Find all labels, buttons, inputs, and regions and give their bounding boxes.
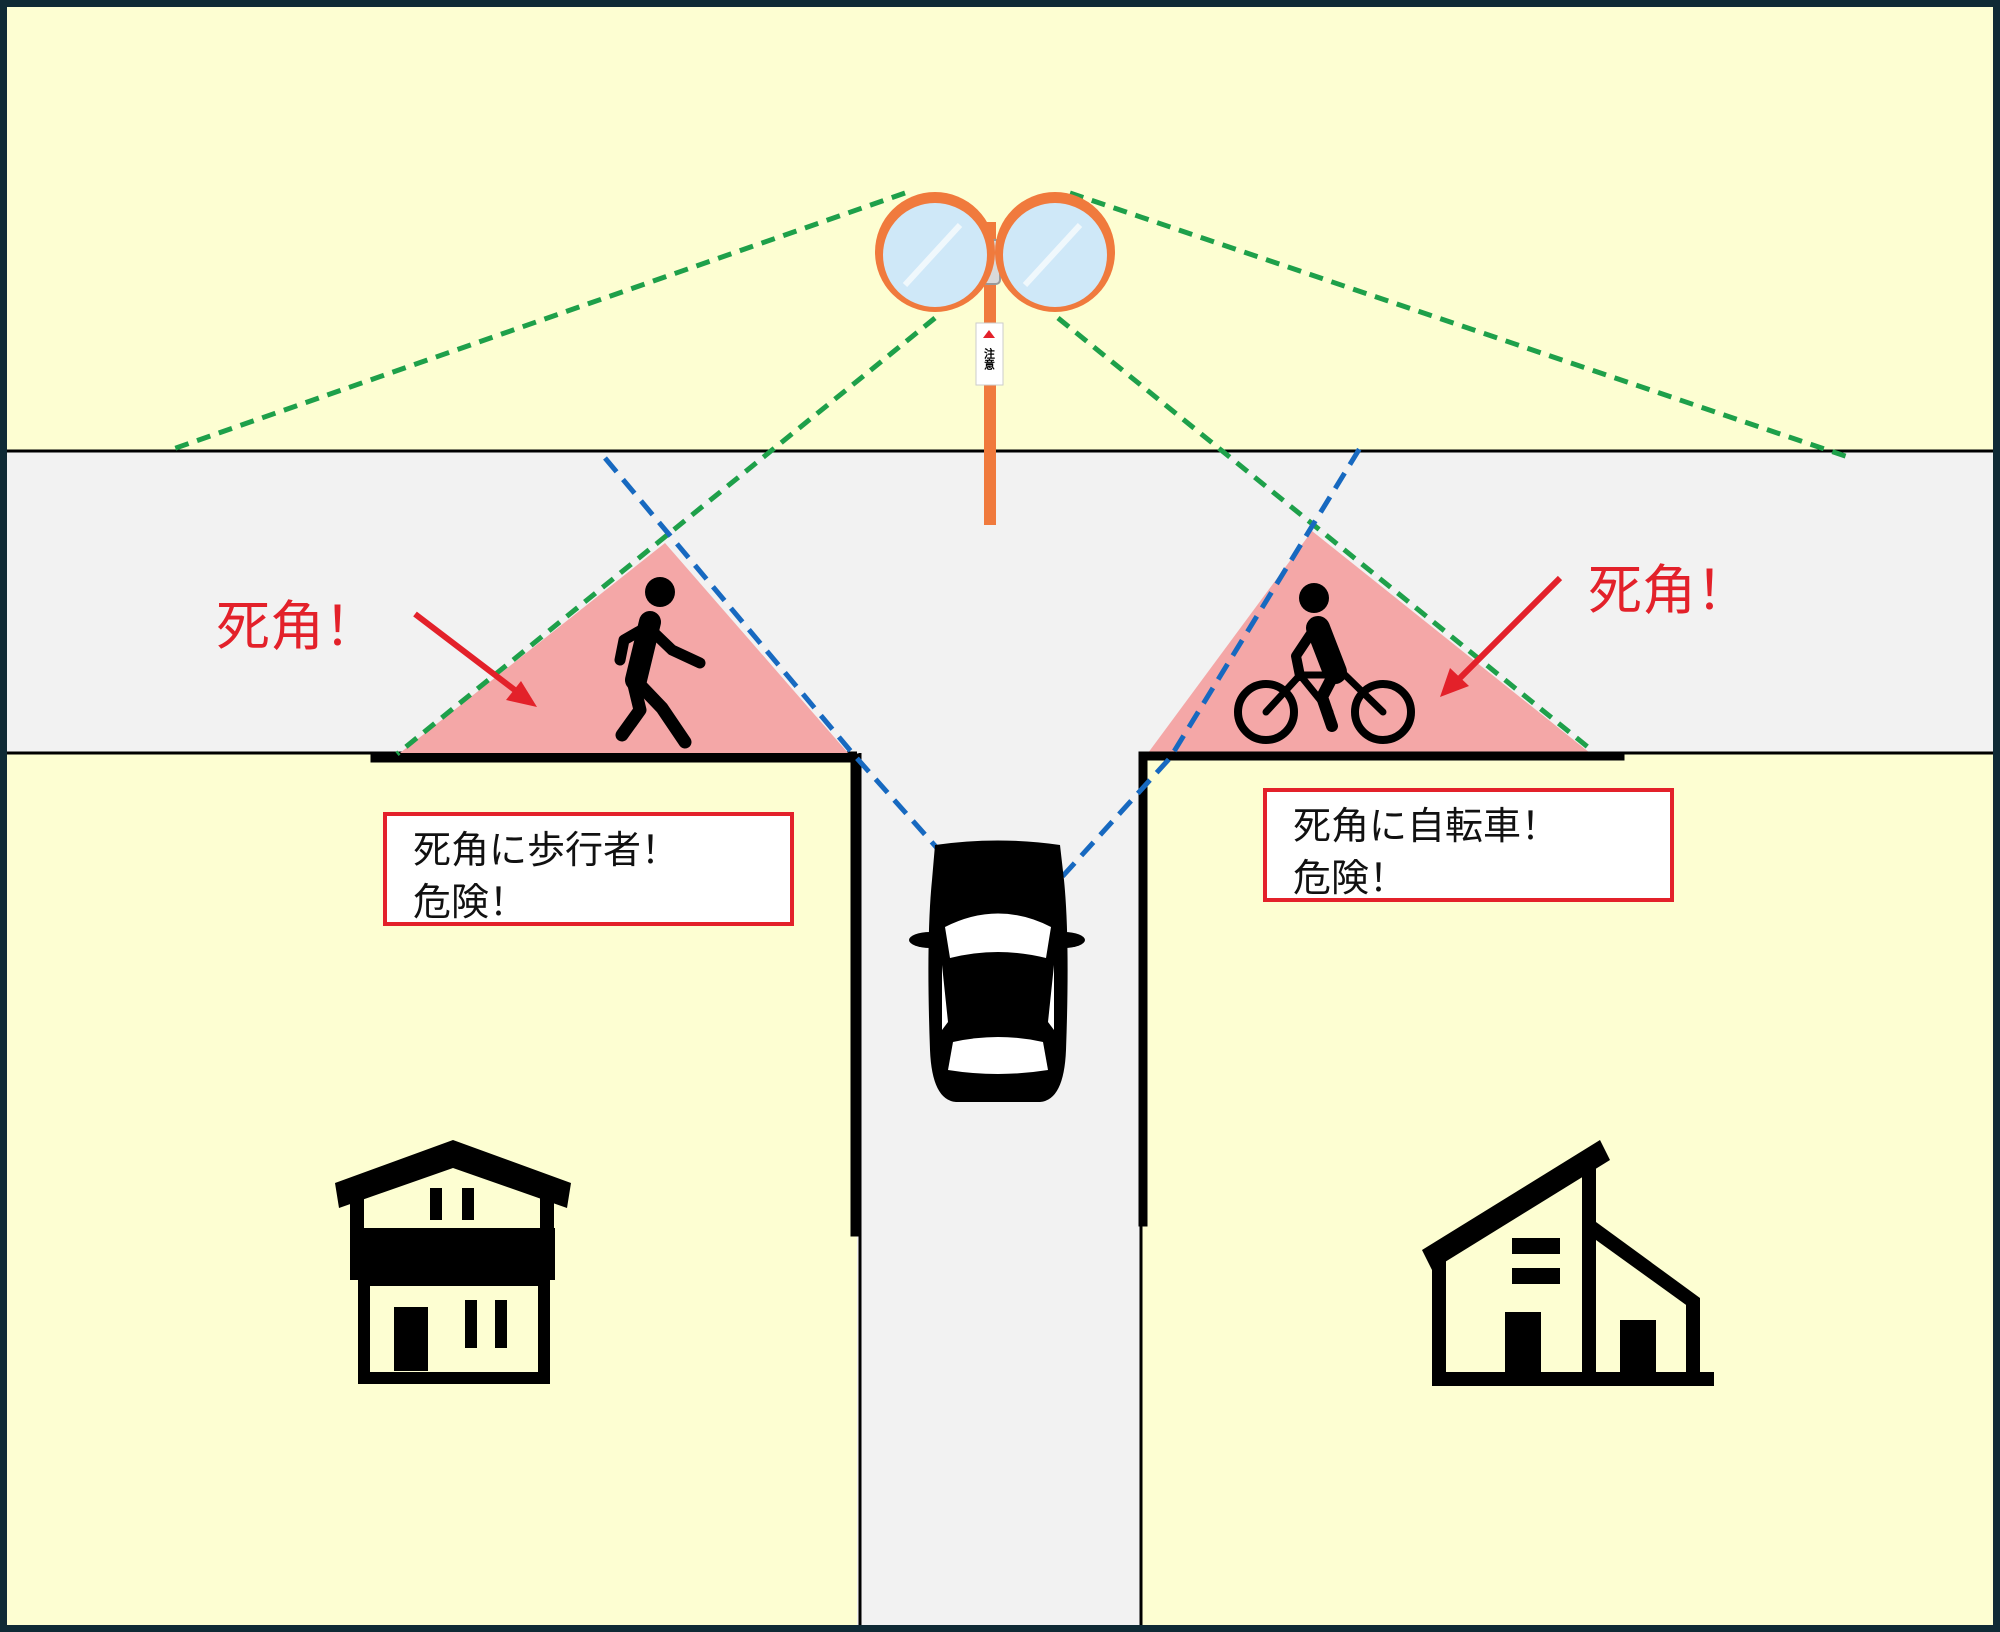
main-road xyxy=(7,451,1993,753)
pedestrian-icon xyxy=(614,577,706,749)
blind-spot-label-left: 死角！ xyxy=(216,595,378,658)
blind-spot-label-right: 死角！ xyxy=(1588,559,1750,622)
arrow-icon xyxy=(413,575,1563,707)
car-icon xyxy=(909,840,1085,1102)
cyclist-icon xyxy=(1234,583,1415,744)
warning-annotation-pedestrian: 死角に歩行者！ 危険！ xyxy=(383,812,794,926)
caution-sign-text: 注意 xyxy=(983,347,996,371)
warning-annotation-cyclist: 死角に自転車！ 危険！ xyxy=(1263,788,1674,902)
mirror-view-lines xyxy=(172,190,1849,756)
corner-walls xyxy=(370,751,1625,1237)
blind-spot-right xyxy=(1148,531,1590,753)
gable-house-icon xyxy=(1422,1140,1714,1386)
curve-mirror-icon: 注意 xyxy=(875,192,1115,525)
two-story-house-icon xyxy=(335,1140,571,1384)
